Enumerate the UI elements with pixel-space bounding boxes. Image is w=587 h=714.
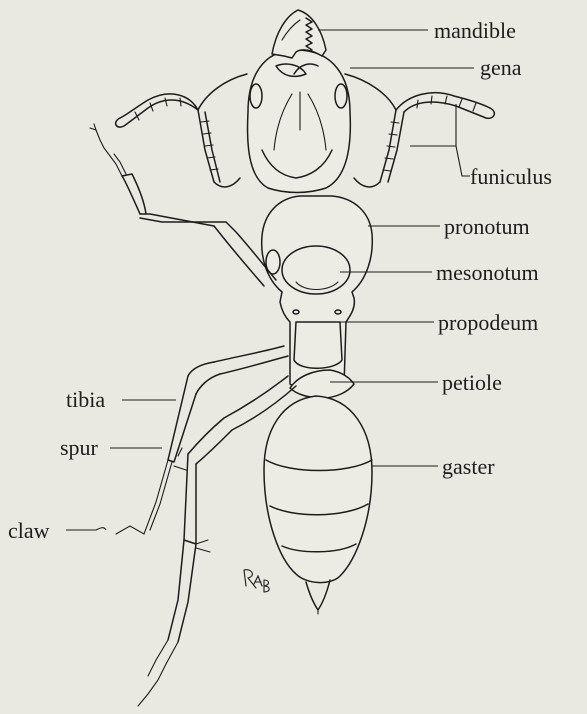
label-mandible: mandible [434,18,516,43]
label-tibia: tibia [66,387,105,412]
left-antenna [116,74,247,187]
label-gaster: gaster [442,454,495,479]
claw-leader [66,528,106,530]
label-claw: claw [8,518,50,543]
label-funiculus: funiculus [470,164,552,189]
label-petiole: petiole [442,370,502,395]
mandibles [272,10,326,58]
head [248,50,351,193]
gaster [264,396,372,614]
artist-signature [244,570,269,592]
funiculus-leader [410,104,470,176]
label-spur: spur [60,435,99,460]
label-mesonotum: mesonotum [436,260,539,285]
label-propodeum: propodeum [438,310,538,335]
hind-leg [138,376,296,706]
label-pronotum: pronotum [444,214,530,239]
label-gena: gena [480,55,522,80]
middle-leg [116,346,288,534]
mesosoma [262,196,373,391]
